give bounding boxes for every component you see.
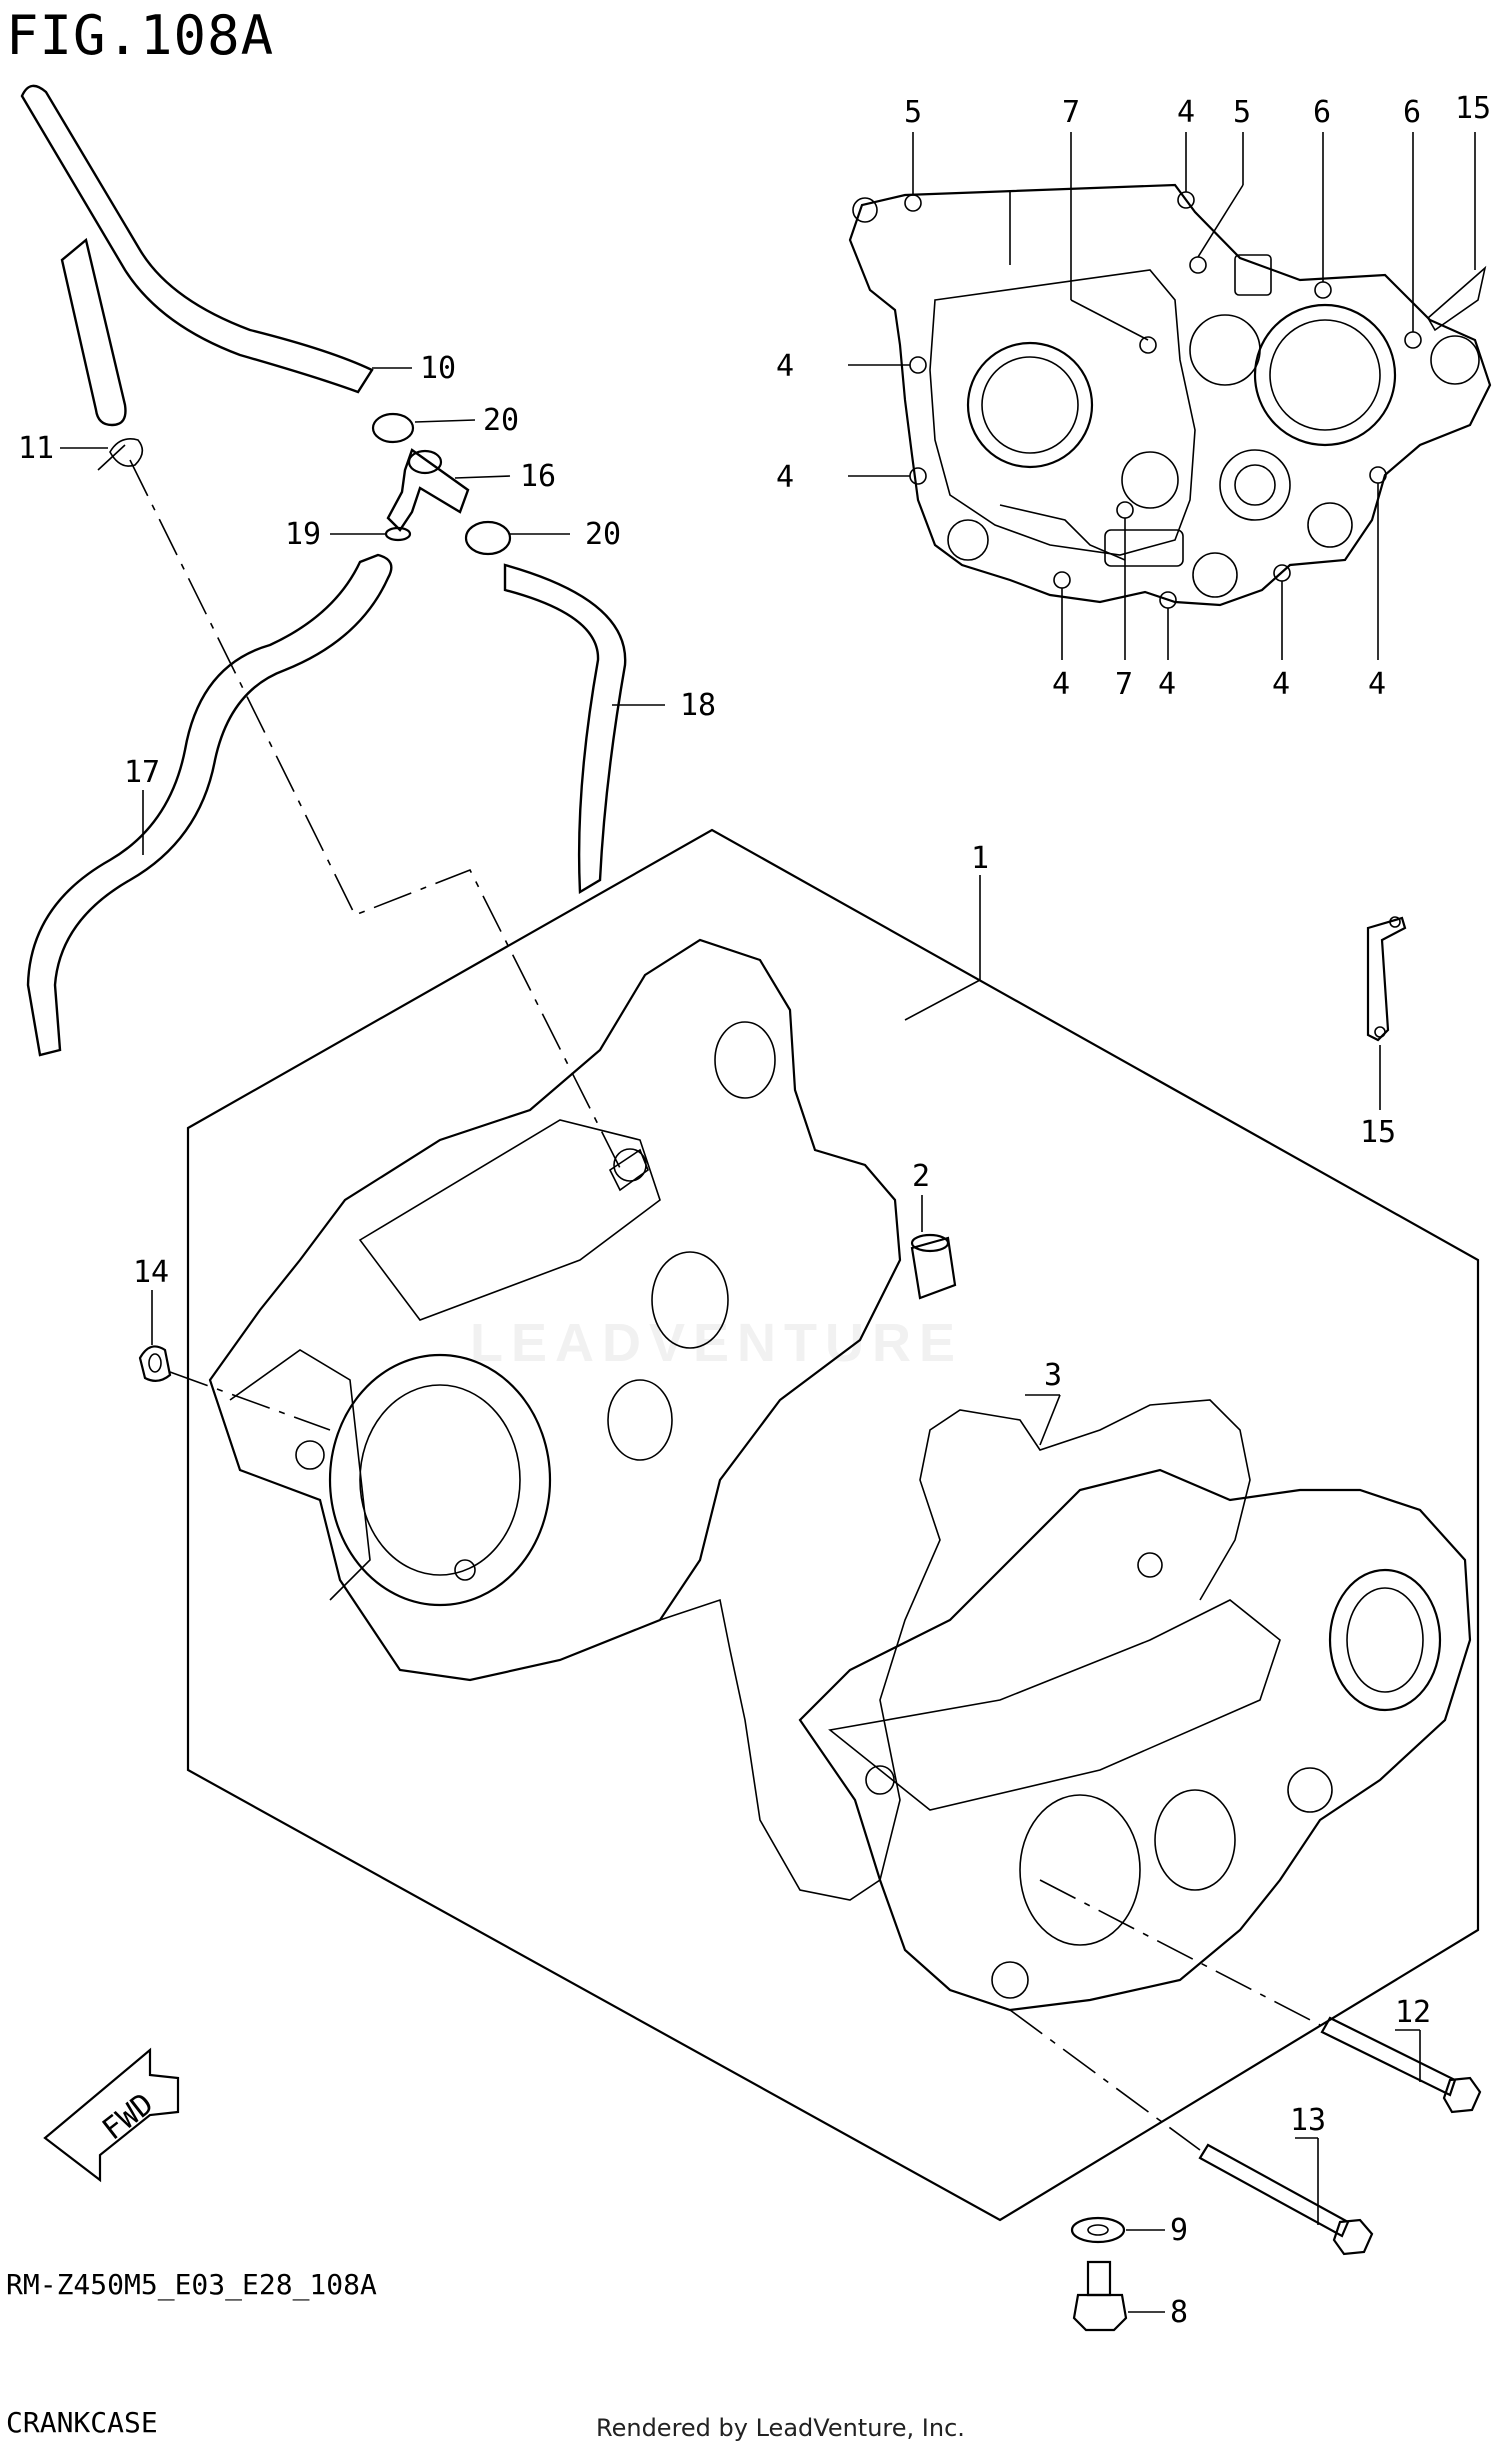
callout-5: 5 bbox=[1233, 95, 1251, 130]
mount-hole-left bbox=[947, 519, 989, 561]
pump-hole bbox=[1121, 451, 1179, 509]
breather-hose-assembly bbox=[20, 84, 665, 1169]
callout-19: 19 bbox=[285, 517, 321, 552]
callout-6: 6 bbox=[1403, 95, 1421, 130]
callout-4: 4 bbox=[776, 460, 794, 495]
watermark-text: LEADVENTURE bbox=[470, 1313, 964, 1373]
shaft-hole bbox=[1219, 449, 1291, 521]
bearing-bore-left bbox=[966, 341, 1094, 469]
callout-13: 13 bbox=[1290, 2103, 1326, 2138]
callout-20: 20 bbox=[585, 517, 621, 552]
callout-4: 4 bbox=[1272, 667, 1290, 702]
oil-passage bbox=[999, 504, 1126, 561]
fitting-16-end bbox=[407, 449, 443, 475]
bearing-bore-right-inner bbox=[1269, 319, 1381, 431]
crankcase-inner-outline bbox=[929, 269, 1196, 556]
mount-hole-lower-right bbox=[1307, 502, 1353, 548]
footer-credit: Rendered by LeadVenture, Inc. bbox=[596, 2414, 965, 2442]
clip-11-cross bbox=[97, 444, 126, 471]
callout-4: 4 bbox=[776, 349, 794, 384]
callout-18: 18 bbox=[680, 688, 716, 723]
breather-fitting bbox=[1234, 254, 1272, 296]
boss-hole bbox=[1189, 314, 1261, 386]
callout-17: 17 bbox=[124, 755, 160, 790]
washer-9 bbox=[1070, 2216, 1165, 2244]
callout-7: 7 bbox=[1062, 95, 1080, 130]
crankcase-left-half bbox=[208, 938, 902, 1682]
bracket-15 bbox=[1366, 916, 1407, 1110]
callout-4: 4 bbox=[1177, 95, 1195, 130]
bolt-13 bbox=[1009, 2009, 1374, 2256]
bolt-12 bbox=[1039, 1879, 1482, 2114]
shaft-hole-inner bbox=[1234, 464, 1276, 506]
callout-4: 4 bbox=[1052, 667, 1070, 702]
callout-9: 9 bbox=[1170, 2213, 1188, 2248]
fwd-arrow-label: FWD bbox=[96, 2087, 160, 2148]
callout-3: 3 bbox=[1044, 1358, 1062, 1393]
crankcase-gasket-3 bbox=[659, 1399, 1251, 1901]
hose-17 bbox=[26, 553, 393, 1057]
callout-10: 10 bbox=[420, 351, 456, 386]
fitting-16 bbox=[386, 448, 470, 532]
callout-20: 20 bbox=[483, 403, 519, 438]
hose-10-tail bbox=[60, 237, 127, 427]
callout-4: 4 bbox=[1158, 667, 1176, 702]
callout-12: 12 bbox=[1395, 1995, 1431, 2030]
crankcase-right-half bbox=[798, 1468, 1472, 2012]
bearing-bore-left-inner bbox=[981, 356, 1079, 454]
clamp-20-lower bbox=[464, 520, 512, 556]
callout-5: 5 bbox=[904, 95, 922, 130]
figure-title: FIG.108A bbox=[6, 4, 275, 67]
mount-hole-right bbox=[1430, 335, 1480, 385]
clip-19 bbox=[384, 526, 412, 542]
bolt-8 bbox=[1072, 2260, 1165, 2332]
diagram-code: RM-Z450M5_E03_E28_108A bbox=[6, 2268, 377, 2301]
crankcase-outline-top bbox=[848, 183, 1492, 607]
cast-slot bbox=[1104, 529, 1184, 567]
callout-6: 6 bbox=[1313, 95, 1331, 130]
bearing-bore-right bbox=[1253, 303, 1397, 447]
clip-11 bbox=[109, 438, 144, 467]
mount-hole-bottom bbox=[1192, 552, 1238, 598]
right-bore-outer bbox=[1328, 1568, 1442, 1712]
hose-18 bbox=[503, 563, 627, 895]
bolt-leaders bbox=[848, 132, 1476, 660]
callout-7: 7 bbox=[1115, 667, 1133, 702]
callout-11: 11 bbox=[18, 431, 54, 466]
left-bore-inner bbox=[359, 1384, 521, 1576]
fwd-arrow: FWD bbox=[43, 2047, 180, 2183]
bolt-location-view bbox=[848, 132, 1492, 660]
callout-2: 2 bbox=[912, 1159, 930, 1194]
callout-1: 1 bbox=[971, 841, 989, 876]
callout-15: 15 bbox=[1360, 1115, 1396, 1150]
callout-8: 8 bbox=[1170, 2295, 1188, 2330]
callout-16: 16 bbox=[520, 459, 556, 494]
callout-4: 4 bbox=[1368, 667, 1386, 702]
dowel-pin-2 bbox=[910, 1195, 957, 1300]
callout-labels: 5 7 4 5 6 6 15 4 4 4 7 4 4 4 10 11 20 16… bbox=[18, 91, 1491, 2330]
callout-15: 15 bbox=[1455, 91, 1491, 126]
assembly-box-1 bbox=[186, 828, 1480, 2222]
hose-10 bbox=[20, 84, 374, 394]
section-name: CRANKCASE bbox=[6, 2406, 158, 2439]
clamp-20-upper bbox=[371, 412, 415, 444]
callout-14: 14 bbox=[133, 1255, 169, 1290]
washer-14 bbox=[138, 1290, 331, 1431]
upper-hole bbox=[852, 197, 878, 223]
bracket-15-top bbox=[1426, 265, 1487, 332]
alignment-line-hose bbox=[129, 459, 621, 1169]
left-bore-outer bbox=[328, 1353, 552, 1607]
